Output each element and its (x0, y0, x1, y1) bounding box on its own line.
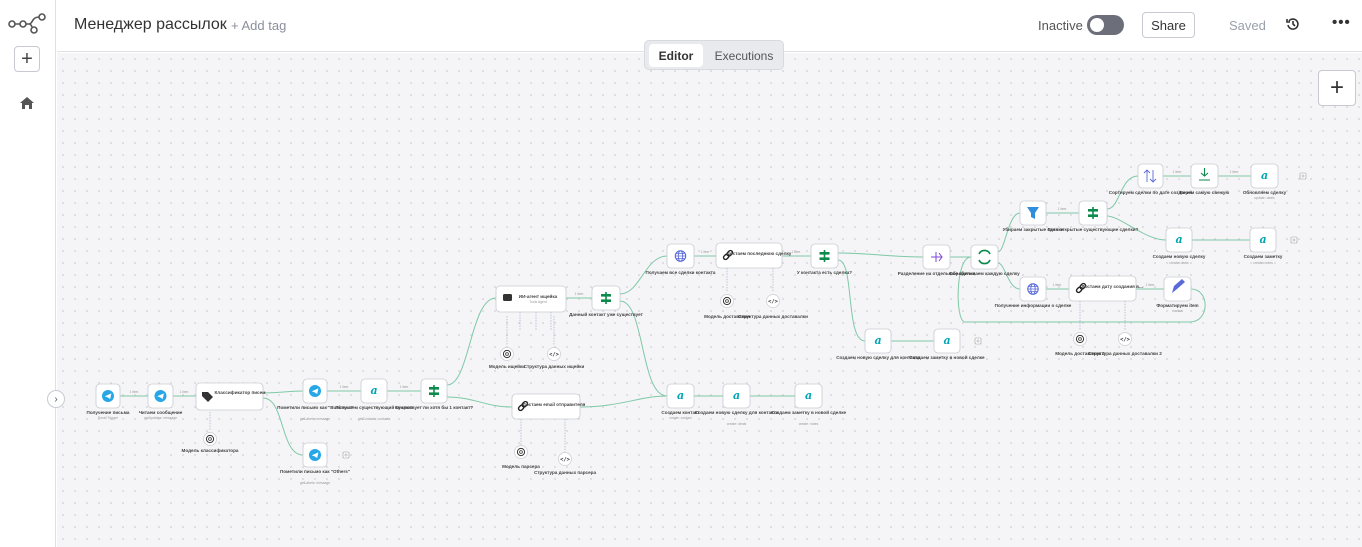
sidebar: + (0, 0, 56, 547)
toggle-knob (1090, 18, 1104, 32)
saved-status: Saved (1229, 18, 1266, 33)
add-tag-button[interactable]: + Add tag (231, 18, 287, 33)
workflow-title[interactable]: Менеджер рассылок (74, 16, 227, 33)
share-button[interactable]: Share (1142, 12, 1195, 38)
history-icon[interactable] (1286, 17, 1300, 31)
expand-sidebar-button[interactable]: › (47, 390, 65, 408)
add-workflow-button[interactable]: + (14, 46, 40, 72)
more-options-icon[interactable]: ••• (1332, 14, 1351, 31)
active-status-label: Inactive (1038, 18, 1083, 33)
home-icon[interactable] (19, 96, 35, 110)
add-node-button[interactable]: + (1318, 70, 1356, 106)
active-toggle[interactable] (1087, 15, 1124, 35)
workflow-canvas[interactable] (57, 53, 1362, 547)
tab-editor[interactable]: Editor (649, 44, 703, 67)
n8n-logo-icon[interactable] (8, 12, 48, 34)
view-tabs: Editor Executions (644, 40, 784, 70)
tab-executions[interactable]: Executions (714, 48, 774, 63)
